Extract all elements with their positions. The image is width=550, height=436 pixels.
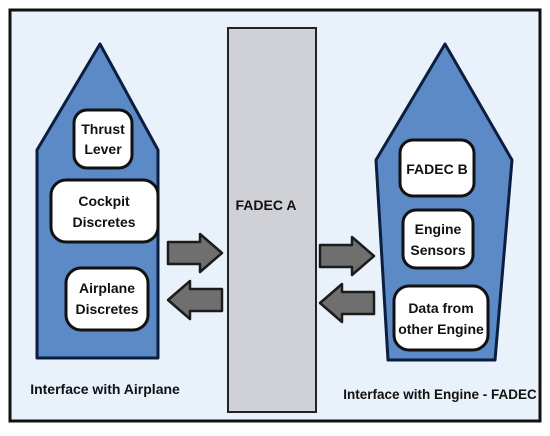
engine-sensors-line-1: Engine: [415, 221, 462, 237]
fadec-a-block: [227, 27, 317, 413]
data-from-other-engine-line-1: Data from: [408, 300, 473, 316]
thrust-lever-box: Thrust Lever: [72, 108, 134, 170]
airplane-discretes-line-2: Discretes: [75, 301, 138, 317]
data-from-other-engine-box: Data from other Engine: [392, 284, 490, 352]
data-from-other-engine-line-2: other Engine: [398, 321, 484, 337]
thrust-lever-line-1: Thrust: [81, 121, 125, 137]
airplane-discretes-line-1: Airplane: [79, 280, 135, 296]
arrow-airplane-to-fadec-a: [166, 232, 224, 274]
fadec-b-label: FADEC B: [406, 161, 467, 177]
airplane-interface-caption: Interface with Airplane: [30, 381, 180, 397]
engine-interface-shape: [374, 42, 514, 362]
fadec-a-label: FADEC A: [236, 197, 297, 213]
cockpit-discretes-box: Cockpit Discretes: [49, 178, 160, 244]
thrust-lever-line-2: Lever: [84, 141, 122, 157]
cockpit-discretes-line-2: Discretes: [72, 214, 135, 230]
fadec-b-box: FADEC B: [398, 138, 476, 198]
engine-sensors-line-2: Sensors: [410, 242, 465, 258]
airplane-discretes-box: Airplane Discretes: [64, 266, 150, 332]
engine-sensors-box: Engine Sensors: [401, 208, 475, 270]
arrow-fadec-a-to-engine: [318, 235, 376, 277]
arrow-engine-to-fadec-a: [318, 282, 376, 324]
arrow-fadec-a-to-airplane: [166, 279, 224, 321]
engine-interface-caption: Interface with Engine - FADEC: [343, 387, 537, 402]
cockpit-discretes-line-1: Cockpit: [78, 193, 130, 209]
